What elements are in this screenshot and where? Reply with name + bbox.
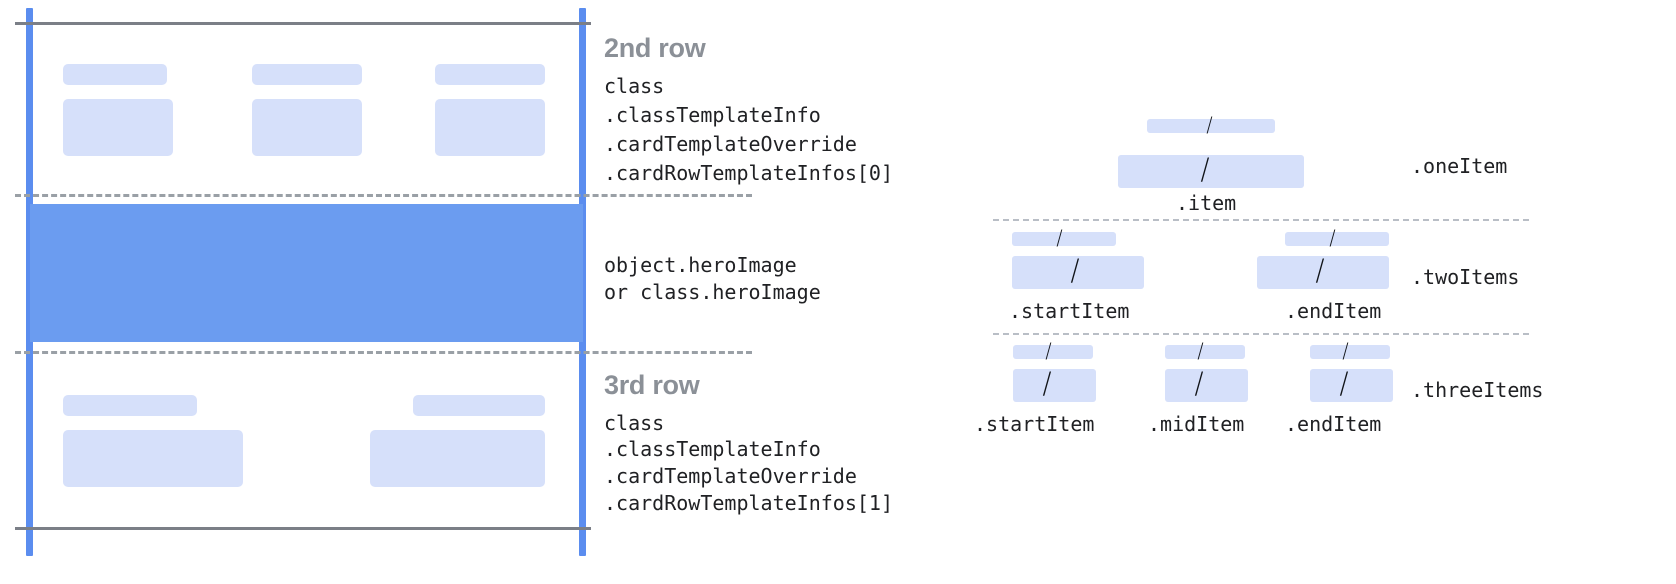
legend-divider-2 bbox=[993, 333, 1529, 335]
cell-body-2 bbox=[252, 99, 362, 156]
third-row-code-line-1: .classTemplateInfo bbox=[604, 437, 821, 461]
third-row-code-line-2: .cardTemplateOverride bbox=[604, 464, 857, 488]
third-row-code-line-3: .cardRowTemplateInfos[1] bbox=[604, 491, 893, 515]
hero-code-line-1: or class.heroImage bbox=[604, 280, 821, 304]
slot-caption-two-end: .endItem bbox=[1285, 299, 1382, 323]
slot-label-three-end bbox=[1310, 345, 1390, 359]
cell-body-3 bbox=[435, 99, 545, 156]
slot-body-three-mid bbox=[1165, 369, 1248, 402]
slot-caption-three-mid: .midItem bbox=[1148, 412, 1245, 436]
second-row-title: 2nd row bbox=[604, 33, 706, 63]
slot-body-slash-two-end: / bbox=[1315, 250, 1325, 290]
divider-above-hero bbox=[15, 194, 752, 197]
slot-label-slash-two-start: / bbox=[1056, 225, 1063, 252]
slot-label-slash-two-end: / bbox=[1329, 225, 1336, 252]
slot-body-one-item bbox=[1118, 155, 1304, 188]
slot-body-slash-two-start: / bbox=[1070, 250, 1080, 290]
second-row-code-line-2: .cardTemplateOverride bbox=[604, 132, 857, 156]
cell-label-4 bbox=[63, 395, 197, 416]
slot-caption-item: .item bbox=[1176, 191, 1237, 215]
cell-label-2 bbox=[252, 64, 362, 85]
slot-caption-two-start: .startItem bbox=[1009, 299, 1130, 323]
slot-body-slash-three-start: / bbox=[1042, 363, 1052, 403]
hero-code-line-0: object.heroImage bbox=[604, 253, 797, 277]
cell-body-5 bbox=[370, 430, 545, 487]
slot-body-two-start bbox=[1012, 256, 1144, 289]
slot-body-two-end bbox=[1257, 256, 1389, 289]
legend-divider-1 bbox=[993, 219, 1529, 221]
slot-label-two-start bbox=[1012, 232, 1116, 246]
second-row-code-line-0: class bbox=[604, 74, 665, 98]
slot-label-three-mid bbox=[1165, 345, 1245, 359]
slot-caption-three-start: .startItem bbox=[974, 412, 1095, 436]
slot-caption-three-end: .endItem bbox=[1285, 412, 1382, 436]
slot-body-slash-three-end: / bbox=[1339, 363, 1349, 403]
third-row-title: 3rd row bbox=[604, 370, 700, 400]
slot-label-two-end bbox=[1285, 232, 1389, 246]
slot-body-three-start bbox=[1013, 369, 1096, 402]
slot-label-slash-one: / bbox=[1206, 112, 1213, 139]
slot-label-slash-three-start: / bbox=[1045, 338, 1052, 365]
slot-label-three-start bbox=[1013, 345, 1093, 359]
slot-label-slash-three-mid: / bbox=[1197, 338, 1204, 365]
slot-body-slash-three-mid: / bbox=[1194, 363, 1204, 403]
second-row-code-line-1: .classTemplateInfo bbox=[604, 103, 821, 127]
cell-label-5 bbox=[413, 395, 545, 416]
slot-label-one-item bbox=[1147, 119, 1275, 133]
divider-below-hero bbox=[15, 351, 752, 354]
cell-body-4 bbox=[63, 430, 243, 487]
legend-name-one-item: .oneItem bbox=[1411, 154, 1508, 178]
second-row-code-line-3: .cardRowTemplateInfos[0] bbox=[604, 161, 893, 185]
hero-image-band bbox=[30, 204, 583, 342]
bottom-rule bbox=[15, 527, 591, 530]
slot-body-three-end bbox=[1310, 369, 1393, 402]
third-row-code-line-0: class bbox=[604, 411, 665, 435]
legend-name-three-items: .threeItems bbox=[1411, 378, 1544, 402]
cell-body-1 bbox=[63, 99, 173, 156]
left-rail bbox=[26, 8, 33, 556]
slot-label-slash-three-end: / bbox=[1342, 338, 1349, 365]
cell-label-3 bbox=[435, 64, 545, 85]
cell-label-1 bbox=[63, 64, 167, 85]
slot-body-slash-one: / bbox=[1200, 149, 1210, 189]
top-rule bbox=[15, 22, 591, 25]
legend-name-two-items: .twoItems bbox=[1411, 265, 1520, 289]
